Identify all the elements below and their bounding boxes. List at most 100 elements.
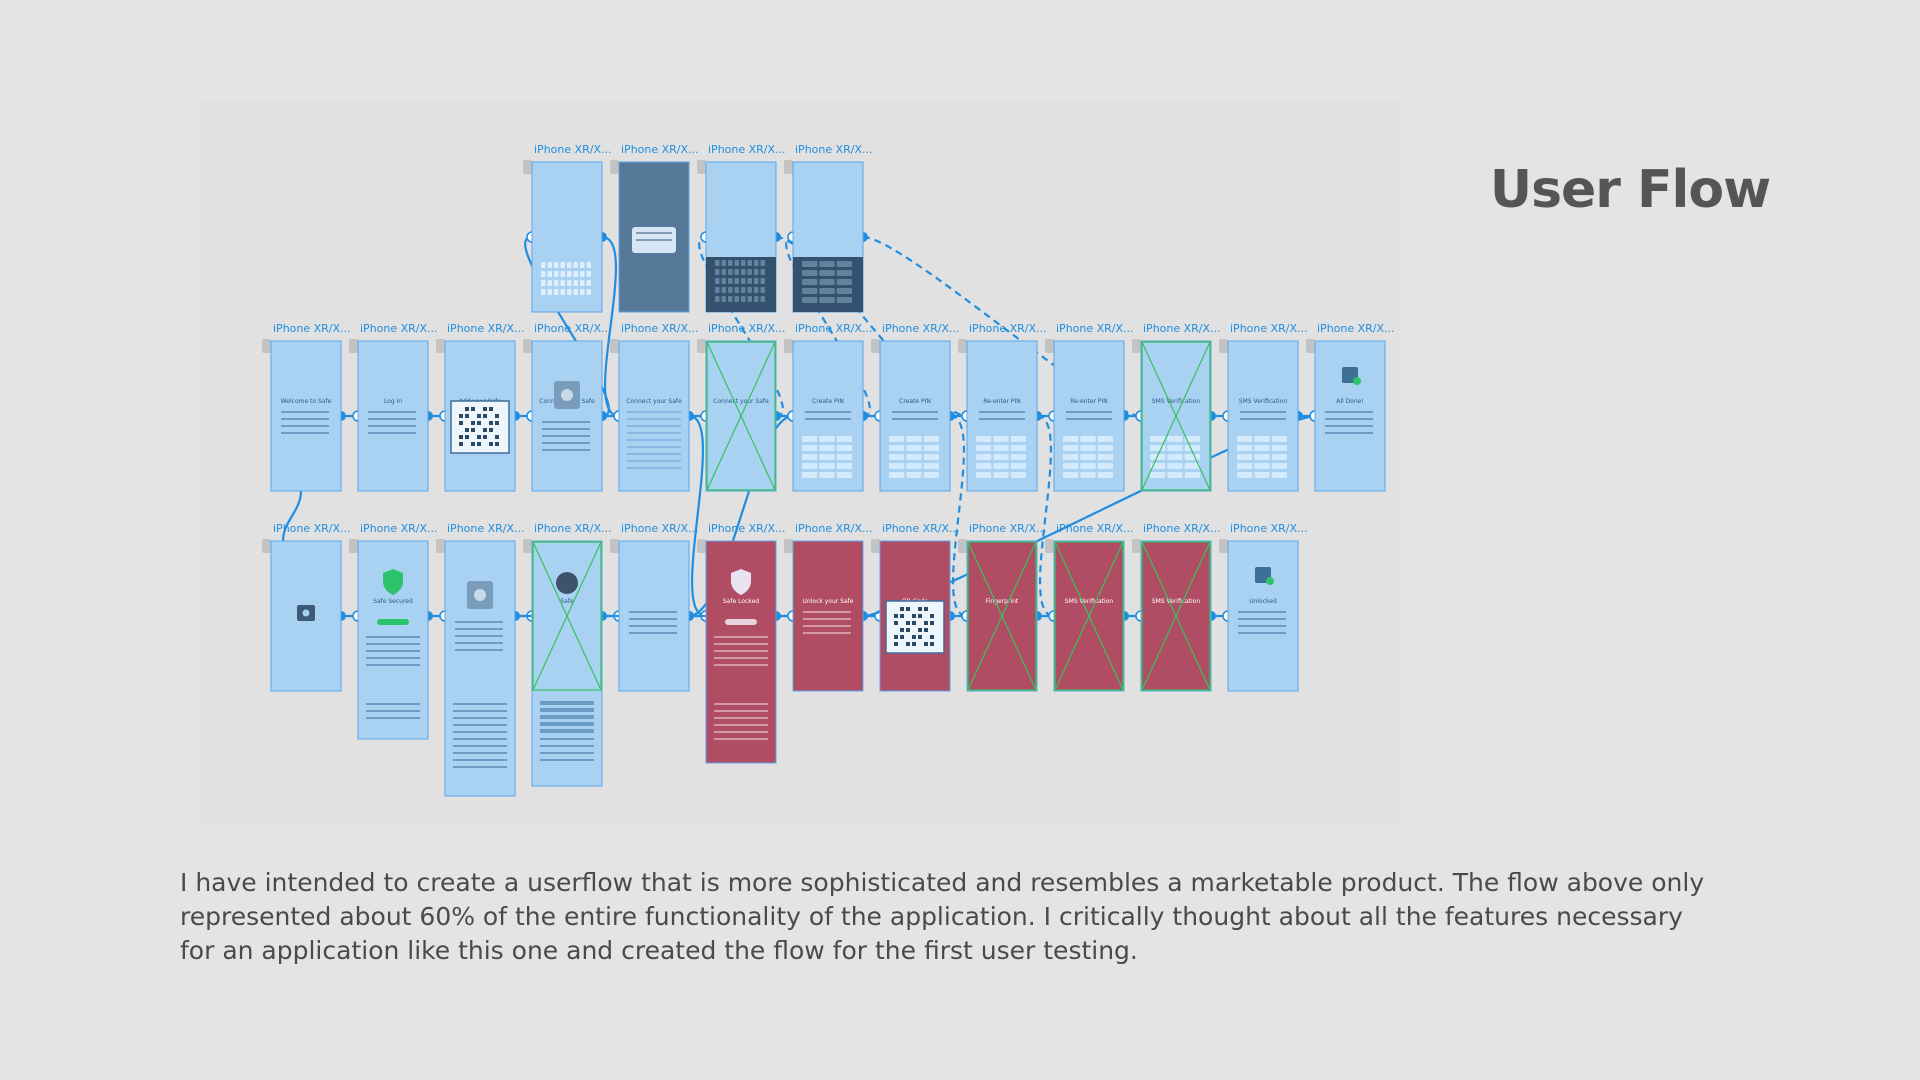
keyboard-keys [715, 260, 720, 266]
frame-tab [1219, 339, 1228, 353]
keypad-keys [1097, 472, 1113, 478]
keypad-keys [993, 463, 1009, 469]
qr-code-cell [489, 407, 493, 411]
keypad-keys [802, 445, 818, 451]
frame-tab [436, 539, 445, 553]
keypad-keys [1271, 436, 1287, 442]
keypad-keys [923, 454, 939, 460]
list-row [453, 703, 507, 705]
keyboard-keys [760, 296, 765, 302]
frame-tab [610, 539, 619, 553]
keyboard-keys [547, 271, 552, 277]
screen-frame-middle-8: iPhone XR/X...Create PIN [871, 322, 960, 492]
flow-connector [281, 490, 303, 542]
frame-label: iPhone XR/X... [360, 522, 438, 535]
text-line [455, 628, 503, 630]
keypad-keys [1150, 436, 1166, 442]
frame-label: iPhone XR/X... [360, 322, 438, 335]
frame-label: iPhone XR/X... [1317, 322, 1395, 335]
list-row [714, 724, 768, 726]
screen-frame-middle-1: iPhone XR/X...Welcome to Safe [262, 322, 351, 492]
list-row [540, 731, 594, 733]
frame-tab [784, 539, 793, 553]
keyboard-keys [567, 280, 572, 286]
keypad-keys [906, 463, 922, 469]
text-line [1066, 411, 1112, 413]
keyboard-keys [573, 280, 578, 286]
keypad-keys [976, 454, 992, 460]
keyboard-keys [541, 271, 546, 277]
text-line [542, 449, 590, 451]
frame-label: iPhone XR/X... [882, 322, 960, 335]
qr-code-cell [489, 428, 493, 432]
keypad-keys [1150, 472, 1166, 478]
placeholder-cross [706, 341, 776, 491]
qr-code-cell [489, 442, 493, 446]
list-row [366, 650, 420, 652]
placeholder-cross [1141, 541, 1211, 691]
qr-code-cell [906, 628, 910, 632]
qr-code-cell [459, 414, 463, 418]
list-row [540, 745, 594, 747]
screen-body [1314, 340, 1386, 492]
qr-code-cell [483, 414, 487, 418]
check-icon [1266, 577, 1274, 585]
frame-tab [1306, 339, 1315, 353]
keypad-keys [1254, 463, 1270, 469]
screen-frame-bottom-1: iPhone XR/X... [262, 522, 351, 692]
list-row [366, 664, 420, 666]
screen-frame-middle-10: iPhone XR/X...Re-enter PIN [1045, 322, 1134, 492]
placeholder-cross [706, 341, 776, 491]
qr-code-cell [900, 628, 904, 632]
list-row [714, 657, 768, 659]
screen-heading: Safe Secured [373, 598, 413, 605]
frame-label: iPhone XR/X... [1056, 522, 1134, 535]
keypad-keys [836, 279, 852, 285]
qr-code-cell [894, 635, 898, 639]
screen-heading: SMS Verification [1152, 398, 1201, 405]
frame-tab [697, 160, 706, 174]
keyboard-keys [747, 260, 752, 266]
screen-frame-bottom-11: iPhone XR/X...SMS Verification [1132, 522, 1221, 692]
keypad-keys [819, 297, 835, 303]
keyboard-keys [754, 269, 759, 275]
text-line [979, 418, 1025, 420]
list-row [453, 710, 507, 712]
keyboard-keys [741, 269, 746, 275]
screen-heading: Create PIN [812, 398, 844, 405]
qr-code-cell [906, 621, 910, 625]
keyboard-keys [573, 271, 578, 277]
keypad-keys [1063, 472, 1079, 478]
keypad-keys [1010, 454, 1026, 460]
list-row [540, 759, 594, 761]
keyboard-keys [747, 296, 752, 302]
screen-frame-top-7: iPhone XR/X... [784, 143, 873, 313]
text-line [803, 625, 851, 627]
qr-code-cell [477, 435, 481, 439]
list-row [366, 703, 420, 705]
keyboard-keys [734, 287, 739, 293]
qr-code-cell [924, 642, 928, 646]
text-line [803, 618, 851, 620]
list-row [540, 703, 594, 705]
keyboard-keys [721, 278, 726, 284]
keyboard-keys [554, 271, 559, 277]
qr-code-cell [477, 442, 481, 446]
qr-code-cell [918, 614, 922, 618]
text-line [892, 418, 938, 420]
text-line [1238, 618, 1286, 620]
frame-label: iPhone XR/X... [1143, 522, 1221, 535]
list-row [627, 460, 681, 462]
list-row [627, 425, 681, 427]
text-line [542, 428, 590, 430]
frame-tab [784, 339, 793, 353]
keypad-keys [1167, 454, 1183, 460]
keypad-keys [993, 472, 1009, 478]
screen-frame-bottom-9: iPhone XR/X...Fingerprint [958, 522, 1047, 692]
frame-tab [1219, 539, 1228, 553]
screen-frame-middle-7: iPhone XR/X...Create PIN [784, 322, 873, 492]
qr-code-cell [471, 407, 475, 411]
screen-frame-top-6: iPhone XR/X... [697, 143, 786, 313]
qr-code-cell [483, 428, 487, 432]
qr-code-cell [924, 621, 928, 625]
